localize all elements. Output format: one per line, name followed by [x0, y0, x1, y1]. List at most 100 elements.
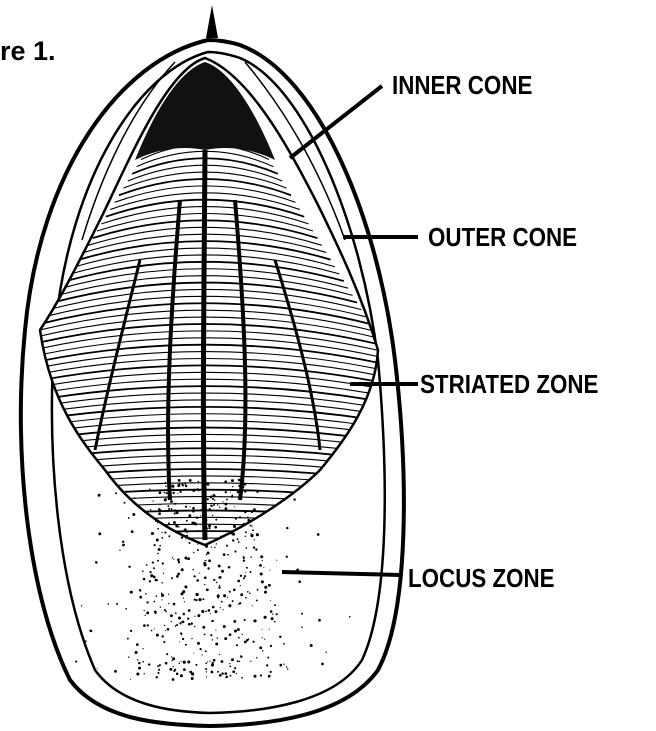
stipple-dot	[159, 491, 162, 494]
stipple-dot	[207, 567, 209, 569]
stipple-dot	[180, 491, 182, 493]
stipple-dot	[206, 589, 208, 591]
stipple-dot	[247, 517, 249, 519]
stipple-dot	[171, 509, 173, 511]
stipple-dot	[249, 593, 251, 595]
stipple-dot	[209, 661, 210, 662]
stipple-dot	[90, 630, 93, 633]
stipple-dot	[161, 532, 162, 533]
stipple-dot	[191, 672, 194, 675]
stipple-dot	[185, 506, 187, 508]
stipple-dot	[175, 525, 178, 528]
stipple-dot	[191, 521, 194, 524]
stipple-dot	[138, 662, 140, 664]
stipple-dot	[134, 497, 136, 499]
stipple-dot	[255, 548, 257, 550]
stipple-dot	[224, 480, 227, 483]
stipple-dot	[184, 483, 186, 485]
stipple-dot	[217, 671, 219, 673]
stipple-dot	[264, 639, 265, 640]
stipple-dot	[204, 634, 206, 636]
stipple-dot	[184, 528, 187, 531]
stipple-dot	[182, 621, 185, 624]
stipple-dot	[211, 546, 212, 547]
stipple-dot	[178, 616, 181, 619]
stipple-dot	[268, 675, 271, 678]
stipple-dot	[247, 519, 250, 522]
stipple-dot	[238, 485, 240, 487]
stipple-dot	[208, 527, 210, 529]
stipple-dot	[176, 503, 177, 504]
stipple-dot	[229, 665, 231, 667]
stipple-dot	[153, 576, 156, 579]
stipple-dot	[212, 494, 215, 497]
stipple-dot	[137, 659, 139, 661]
stipple-dot	[136, 643, 139, 646]
stipple-dot	[170, 500, 173, 503]
stipple-dot	[180, 674, 183, 677]
stipple-dot	[166, 492, 168, 494]
stipple-dot	[168, 523, 170, 525]
stipple-dot	[243, 480, 245, 482]
stipple-dot	[194, 599, 196, 601]
stipple-dot	[205, 662, 207, 664]
stipple-dot	[274, 621, 276, 623]
stipple-dot	[227, 554, 229, 556]
stipple-dot	[256, 657, 258, 659]
stipple-dot	[253, 546, 255, 548]
stipple-dot	[143, 624, 146, 627]
stipple-dot	[164, 532, 166, 534]
stipple-dot	[195, 664, 197, 666]
stipple-dot	[236, 644, 238, 646]
stipple-dot	[287, 668, 289, 670]
stipple-dot	[226, 499, 228, 501]
stipple-dot	[214, 526, 217, 529]
stipple-dot	[98, 532, 101, 535]
stipple-dot	[254, 675, 257, 678]
stipple-dot	[181, 661, 182, 662]
stipple-dot	[184, 601, 185, 602]
stipple-dot	[269, 570, 270, 571]
stipple-dot	[170, 614, 173, 617]
stipple-dot	[215, 610, 218, 613]
stipple-dot	[220, 660, 223, 663]
stipple-dot	[210, 634, 212, 636]
stipple-dot	[172, 488, 174, 490]
stipple-dot	[210, 505, 212, 507]
stipple-dot	[187, 557, 190, 560]
stipple-dot	[245, 572, 246, 573]
stipple-dot	[293, 498, 295, 500]
stipple-dot	[229, 633, 232, 636]
stipple-dot	[264, 591, 267, 594]
stipple-dot	[196, 530, 198, 532]
stipple-dot	[115, 492, 117, 494]
stipple-dot	[165, 524, 168, 527]
stipple-dot	[156, 539, 159, 542]
stipple-dot	[168, 594, 169, 595]
stipple-dot	[240, 593, 243, 596]
stipple-dot	[209, 508, 211, 510]
striation-line	[0, 517, 507, 545]
stipple-dot	[75, 661, 77, 663]
stipple-dot	[175, 612, 177, 614]
stipple-dot	[240, 585, 241, 586]
stipple-dot	[183, 613, 185, 615]
stipple-dot	[215, 630, 216, 631]
stipple-dot	[238, 603, 239, 604]
stipple-dot	[183, 668, 186, 671]
stipple-dot	[95, 561, 98, 564]
stipple-dot	[231, 479, 234, 482]
stipple-dot	[234, 551, 236, 553]
stipple-dot	[172, 557, 173, 558]
stipple-dot	[237, 580, 240, 583]
stipple-dot	[130, 591, 133, 594]
stipple-dot	[167, 498, 168, 499]
stipple-dot	[97, 668, 98, 669]
stipple-dot	[270, 610, 273, 613]
stipple-dot	[201, 502, 203, 504]
stipple-dot	[269, 629, 270, 630]
stipple-dot	[251, 511, 253, 513]
locus-zone-label: LOCUS ZONE	[408, 563, 555, 594]
stipple-dot	[208, 524, 211, 527]
stipple-dot	[233, 588, 236, 591]
